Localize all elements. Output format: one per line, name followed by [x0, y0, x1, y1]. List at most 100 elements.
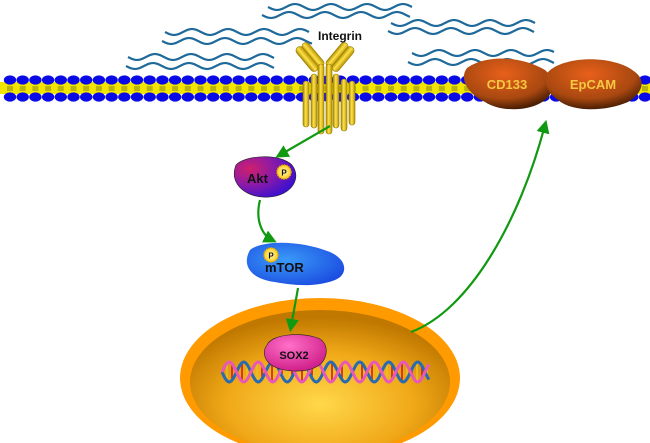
lipid-head [435, 92, 448, 102]
dna-strand [220, 360, 431, 384]
lipid-head [410, 75, 423, 85]
lipid-head [359, 92, 372, 102]
lipid-tail [400, 86, 407, 91]
lipid-tail [95, 86, 102, 91]
lipid-tail [70, 86, 77, 91]
lipid-head [638, 92, 650, 102]
lipid-head [372, 75, 385, 85]
lipid-head [67, 75, 80, 85]
lipid-tail [172, 86, 179, 91]
lipid-head [29, 75, 42, 85]
epcam-marker: EpCAM [545, 59, 642, 110]
lipid-tail [184, 86, 191, 91]
lipid-head [143, 75, 156, 85]
dna-strand [220, 360, 431, 384]
lipid-head [92, 75, 106, 85]
lipid-tail [83, 86, 90, 91]
lipid-tail [413, 86, 420, 91]
lipid-head [435, 75, 448, 85]
lipid-head [397, 92, 410, 102]
lipid-tail [210, 86, 217, 91]
lipid-head [80, 92, 93, 102]
epcam-label: EpCAM [570, 77, 616, 92]
collagen-fiber [127, 52, 275, 62]
lipid-head [359, 75, 372, 85]
akt-label: Akt [247, 171, 269, 186]
lipid-tail [108, 86, 115, 91]
lipid-head [410, 92, 423, 102]
phospho-icon: P [276, 164, 292, 180]
lipid-head [54, 92, 67, 102]
lipid-tail [197, 86, 204, 91]
lipid-head [130, 75, 144, 85]
lipid-tail [337, 86, 344, 91]
lipid-tail [235, 86, 242, 91]
lipid-head [461, 92, 474, 102]
sox2-node: SOX2 [264, 334, 327, 372]
lipid-head [67, 92, 80, 102]
svg-text:P: P [281, 169, 287, 178]
collagen-fiber [261, 10, 411, 20]
lipid-tail [388, 86, 394, 91]
lipid-head [245, 92, 258, 102]
lipid-head [219, 75, 233, 85]
collagen-fiber [390, 18, 536, 28]
lipid-head [168, 75, 182, 85]
lipid-tail [375, 86, 382, 91]
collagen-fiber [267, 2, 413, 12]
phospho-icon: P [263, 247, 279, 263]
lipid-head [448, 92, 461, 102]
lipid-head [29, 92, 42, 102]
akt-node: Akt P [234, 156, 297, 198]
collagen-fiber [161, 36, 313, 46]
arrow-integrin-to-akt [275, 125, 331, 158]
arrow-mtor-to-sox2 [285, 287, 300, 333]
lipid-head [207, 92, 220, 102]
collagen-fiber [125, 61, 275, 71]
lipid-tail [438, 86, 445, 91]
lipid-head [118, 75, 131, 85]
lipid-tail [248, 86, 255, 91]
lipid-head [448, 75, 461, 85]
lipid-head [245, 75, 258, 85]
lipid-head [232, 75, 245, 85]
lipid-head [257, 75, 271, 85]
svg-text:P: P [268, 252, 274, 261]
lipid-tail [121, 86, 128, 91]
lipid-tail [451, 86, 458, 91]
cd133-label: CD133 [487, 77, 527, 92]
lipid-tail [45, 86, 52, 91]
lipid-head [270, 92, 283, 102]
lipid-tail [426, 86, 433, 91]
collagen-fiber [164, 27, 310, 37]
integrin-receptor: Integrin [295, 29, 362, 135]
lipid-head [232, 92, 245, 102]
lipid-head [194, 92, 207, 102]
lipid-head [384, 75, 398, 85]
mtor-node: mTOR P [246, 242, 345, 286]
lipid-head [105, 75, 118, 85]
lipid-head [270, 75, 283, 85]
lipid-head [118, 92, 131, 102]
lipid-head [283, 92, 296, 102]
integrin-label: Integrin [318, 29, 362, 43]
lipid-head [41, 75, 55, 85]
lipid-head [181, 92, 194, 102]
lipid-head [422, 92, 436, 102]
lipid-tail [134, 86, 140, 91]
lipid-tail [273, 86, 280, 91]
lipid-head [80, 75, 93, 85]
lipid-head [181, 75, 194, 85]
lipid-head [257, 92, 271, 102]
lipid-tail [642, 86, 648, 91]
lipid-tail [222, 86, 229, 91]
lipid-head [219, 92, 233, 102]
lipid-head [283, 75, 296, 85]
lipid-head [92, 92, 106, 102]
lipid-tail [159, 86, 166, 91]
lipid-head [130, 92, 144, 102]
lipid-tail [146, 86, 153, 91]
lipid-head [194, 75, 207, 85]
cd133-marker: CD133 [463, 58, 553, 110]
